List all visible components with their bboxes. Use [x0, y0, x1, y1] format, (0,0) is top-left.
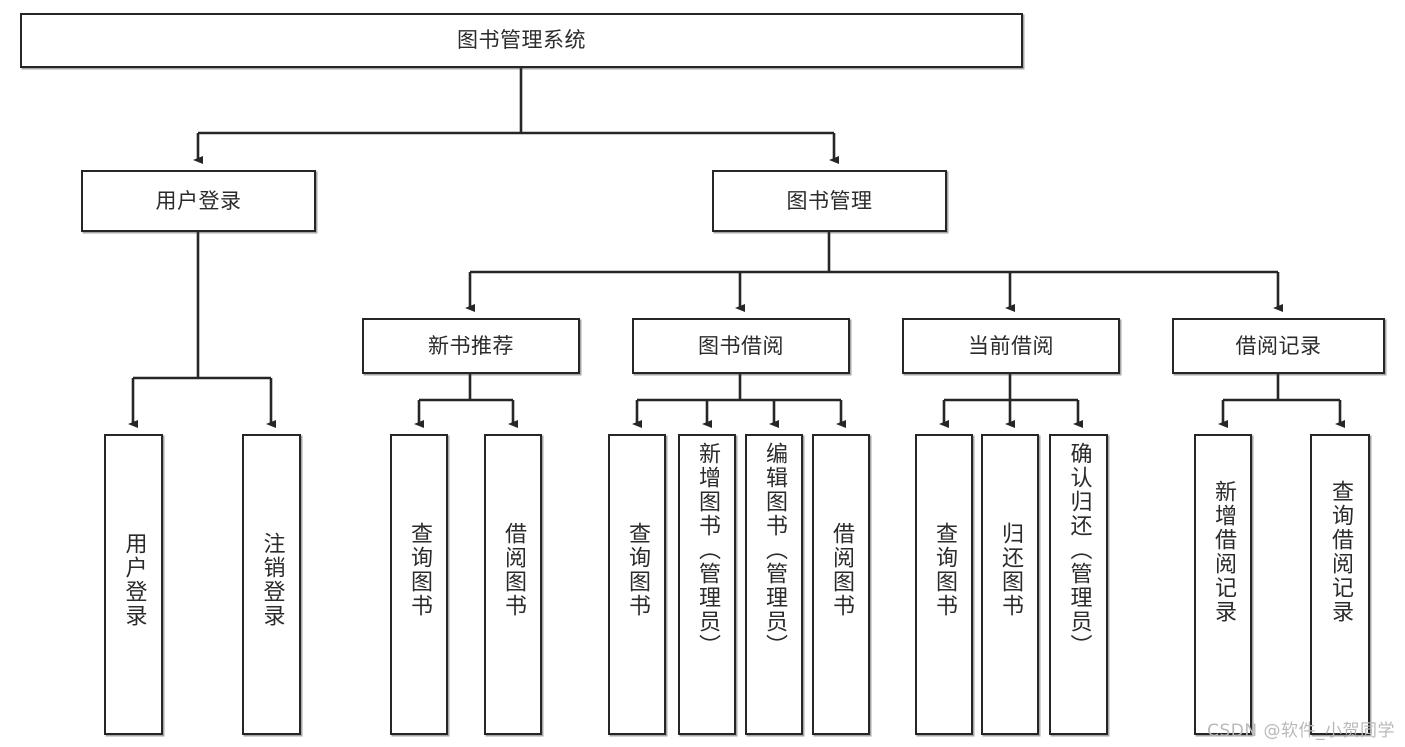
node-new-book-recommend[interactable]: 新书推荐 — [362, 318, 580, 374]
leaf-borrow-book-1-label: 借阅图书 — [501, 522, 526, 618]
leaf-edit-book[interactable]: 编辑图书（管理员） — [745, 434, 803, 735]
node-current-borrow[interactable]: 当前借阅 — [902, 318, 1120, 374]
node-borrow-record[interactable]: 借阅记录 — [1172, 318, 1385, 374]
leaf-confirm-return[interactable]: 确认归还（管理员） — [1049, 434, 1108, 735]
leaf-query-book-3-label: 查询图书 — [932, 522, 957, 618]
leaf-return-book-label: 归还图书 — [998, 522, 1023, 618]
csdn-watermark: CSDN @软件_小贺同学 — [1207, 721, 1395, 741]
leaf-query-book-3[interactable]: 查询图书 — [915, 434, 973, 735]
node-book-manage-label: 图书管理 — [786, 188, 873, 213]
leaf-add-book-label: 新增图书（管理员） — [695, 442, 720, 658]
node-user-login-label: 用户登录 — [155, 188, 242, 213]
leaf-query-record[interactable]: 查询借阅记录 — [1310, 434, 1370, 735]
node-root-label: 图书管理系统 — [457, 28, 586, 53]
leaf-query-book-2[interactable]: 查询图书 — [608, 434, 666, 735]
leaf-return-book[interactable]: 归还图书 — [981, 434, 1039, 735]
leaf-confirm-return-label: 确认归还（管理员） — [1066, 442, 1092, 658]
leaf-logout-login-label: 注销登录 — [259, 532, 285, 628]
node-book-borrow-label: 图书借阅 — [698, 333, 784, 358]
leaf-borrow-book-1[interactable]: 借阅图书 — [484, 434, 542, 735]
leaf-user-login-label: 用户登录 — [121, 532, 147, 628]
leaf-query-book-1[interactable]: 查询图书 — [390, 434, 448, 735]
node-book-borrow[interactable]: 图书借阅 — [632, 318, 850, 374]
node-current-borrow-label: 当前借阅 — [968, 333, 1054, 358]
leaf-query-book-2-label: 查询图书 — [625, 522, 650, 618]
leaf-add-book[interactable]: 新增图书（管理员） — [678, 434, 736, 735]
leaf-borrow-book-2-label: 借阅图书 — [829, 522, 854, 618]
node-book-manage[interactable]: 图书管理 — [712, 170, 947, 232]
leaf-logout-login[interactable]: 注销登录 — [242, 434, 301, 735]
node-new-book-recommend-label: 新书推荐 — [428, 333, 514, 358]
leaf-add-record[interactable]: 新增借阅记录 — [1194, 434, 1252, 735]
leaf-user-login[interactable]: 用户登录 — [104, 434, 163, 735]
node-user-login[interactable]: 用户登录 — [81, 170, 316, 232]
leaf-borrow-book-2[interactable]: 借阅图书 — [812, 434, 870, 735]
leaf-add-record-label: 新增借阅记录 — [1211, 480, 1236, 624]
node-borrow-record-label: 借阅记录 — [1235, 333, 1322, 358]
leaf-edit-book-label: 编辑图书（管理员） — [762, 442, 787, 658]
leaf-query-record-label: 查询借阅记录 — [1328, 480, 1353, 624]
leaf-query-book-1-label: 查询图书 — [407, 522, 432, 618]
node-root[interactable]: 图书管理系统 — [20, 13, 1023, 68]
